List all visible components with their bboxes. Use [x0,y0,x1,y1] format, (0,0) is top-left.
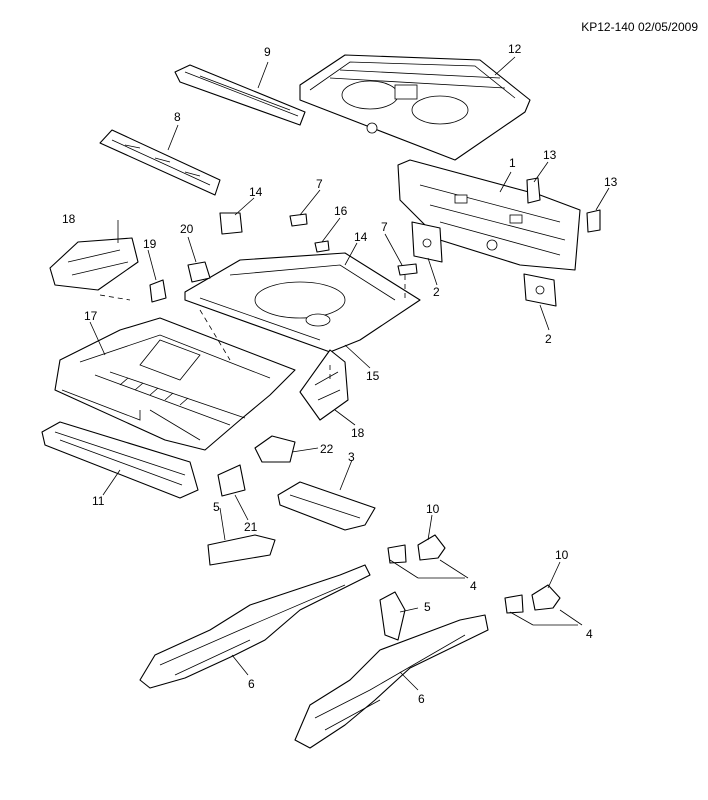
callout-7-upper: 7 [316,177,323,191]
callout-10-upper: 10 [426,502,440,516]
callout-3: 3 [348,450,355,464]
part-2-plate-upper [411,221,443,263]
callout-5-right: 5 [424,600,431,614]
part-18-bracket-right [299,349,349,421]
callout-14-lower: 14 [354,230,368,244]
document-reference: KP12-140 02/05/2009 [581,20,698,34]
callout-13-right: 13 [604,175,618,189]
part-3-cross-member [277,481,376,531]
part-21-bracket [217,464,246,497]
part-1-rear-panel [397,159,581,271]
callout-12: 12 [508,42,522,56]
leader-lines [89,56,610,691]
callout-4-upper: 4 [470,579,477,593]
callout-2-lower: 2 [545,332,552,346]
callout-18-left: 18 [62,212,76,226]
callout-17: 17 [84,309,98,323]
callout-9: 9 [264,45,271,59]
callout-2-upper: 2 [433,285,440,299]
assembly-line-1 [99,294,131,301]
callout-18-right: 18 [351,426,365,440]
part-6-side-member-right [294,614,489,749]
callout-8: 8 [174,110,181,124]
callout-11: 11 [92,494,105,508]
callout-10-lower: 10 [555,548,569,562]
callout-14-upper: 14 [249,185,263,199]
part-5-brace-left [207,534,276,566]
part-5-brace-right [379,591,406,641]
callout-16: 16 [334,204,348,218]
part-7-clip-right [397,263,418,276]
part-11-sill-rail [41,421,199,499]
callout-1: 1 [509,156,516,170]
callout-15: 15 [366,369,380,383]
callout-labels: 12 9 8 1 13 13 14 7 16 14 7 2 2 18 19 20… [62,42,618,706]
part-14-bracket-upper [219,212,243,235]
callout-13-left: 13 [543,148,557,162]
part-2-plate-lower [523,273,557,307]
part-13-bracket-left [526,177,541,204]
part-19-bracket [149,279,167,303]
callout-22: 22 [320,442,334,456]
callout-19: 19 [143,237,157,251]
callout-20: 20 [180,222,194,236]
part-13-bracket-right [586,209,601,233]
callout-7-right: 7 [381,220,388,234]
callout-6-right: 6 [418,692,425,706]
part-6-side-member-left [139,564,371,689]
part-18-bracket-left [49,237,139,291]
callout-4-lower: 4 [586,627,593,641]
part-7-clip-upper [289,213,308,227]
part-22-bracket [254,435,296,463]
assembly-line-2 [199,309,231,361]
part-20-bracket [187,261,211,283]
part-8-cross-member [99,129,221,196]
callout-21: 21 [244,520,258,534]
callout-6-left: 6 [248,677,255,691]
part-12-rear-shelf-panel [299,54,531,161]
part-10-mount-lower [504,584,561,614]
part-9-upper-rail [174,64,306,126]
callout-5-left: 5 [213,500,220,514]
part-17-front-floor-panel [54,317,296,451]
part-10-mount-upper [387,534,446,564]
part-15-rear-floor-pan [184,252,421,353]
part-16-clip [314,240,330,253]
